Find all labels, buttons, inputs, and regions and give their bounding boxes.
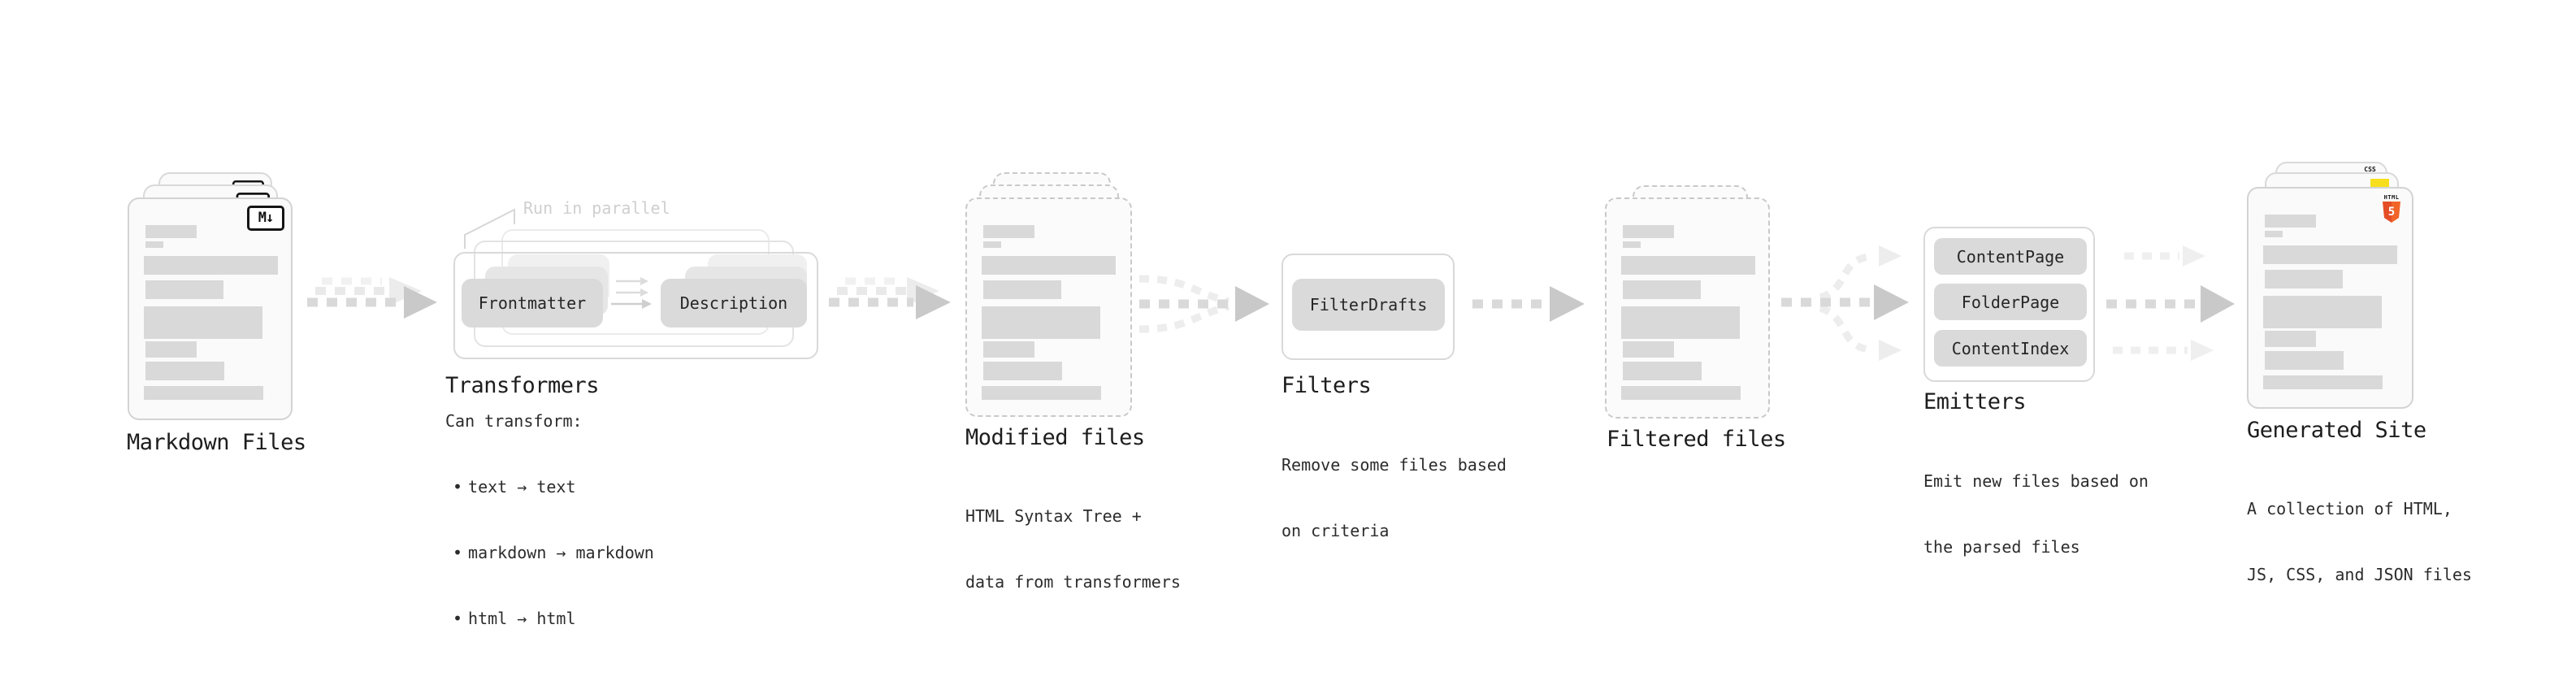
- transformer-frame-front: [453, 252, 818, 359]
- text-line-bar: [2263, 296, 2382, 328]
- html5-label: HTML: [2383, 194, 2400, 201]
- text-line-bar: [1623, 225, 1674, 238]
- bullet-item: • html → html: [453, 608, 654, 630]
- text-line-bar: [145, 280, 223, 299]
- text-line-bar: [2265, 231, 2283, 237]
- emitters-frame: [1923, 227, 2095, 382]
- text-line-bar: [1623, 341, 1674, 358]
- text-line-bar: [145, 362, 224, 380]
- filtered-file-card-front: [1605, 197, 1770, 419]
- emitter-contentpage: ContentPage: [1934, 238, 2087, 275]
- bullet-marker: •: [453, 477, 463, 497]
- emitter-folderpage: FolderPage: [1934, 284, 2087, 320]
- filters-subtitle: Remove some files based on criteria: [1281, 410, 1507, 586]
- text-line-bar: [1623, 280, 1701, 299]
- subtitle-line: A collection of HTML,: [2247, 499, 2452, 518]
- filter-filterdrafts: FilterDrafts: [1292, 279, 1445, 331]
- text-line-bar: [2265, 270, 2343, 288]
- markdown-icon: M↓: [247, 206, 284, 231]
- subtitle-line: data from transformers: [965, 572, 1181, 592]
- stage-title-filtered-files: Filtered files: [1607, 427, 1786, 452]
- run-in-parallel-note: Run in parallel: [523, 198, 670, 218]
- stage-title-transformers: Transformers: [445, 373, 600, 398]
- bullet-item: • markdown → markdown: [453, 542, 654, 564]
- text-line-bar: [1621, 386, 1741, 400]
- text-line-bar: [2265, 351, 2344, 370]
- transformer-step-arrows: [611, 277, 652, 309]
- arrow-emitters-to-generated: [2106, 245, 2235, 361]
- text-line-bar: [1623, 241, 1641, 248]
- text-line-bar: [2263, 375, 2383, 389]
- text-line-bar: [144, 306, 262, 339]
- html5-shield: 5: [2383, 202, 2400, 223]
- subtitle-line: on criteria: [1281, 521, 1390, 540]
- css-label: CSS: [2364, 166, 2376, 173]
- text-line-bar: [982, 386, 1101, 400]
- run-in-parallel-leader-line: [464, 208, 515, 249]
- text-line-bar: [982, 256, 1116, 275]
- subtitle-line: Remove some files based: [1281, 455, 1507, 475]
- text-line-bar: [144, 256, 278, 275]
- text-line-bar: [2265, 331, 2316, 347]
- subtitle-line: Emit new files based on: [1923, 471, 2149, 491]
- bullet-text: text → text: [468, 477, 576, 497]
- html5-icon: HTML 5: [2381, 194, 2402, 223]
- bullet-text: html → html: [468, 609, 576, 628]
- subtitle-line: HTML Syntax Tree +: [965, 506, 1142, 526]
- arrow-markdown-to-transformers: [307, 277, 437, 319]
- text-line-bar: [983, 225, 1034, 238]
- bullet-marker: •: [453, 609, 463, 628]
- stage-title-filters: Filters: [1281, 373, 1372, 398]
- stage-title-emitters: Emitters: [1923, 389, 2027, 414]
- transformer-description: Description: [661, 279, 807, 327]
- modified-files-subtitle: HTML Syntax Tree + data from transformer…: [965, 462, 1181, 637]
- bullet-text: markdown → markdown: [468, 543, 654, 562]
- transformers-bullet-list: •text → text •markdown → markdown •html …: [453, 432, 654, 674]
- text-line-bar: [983, 241, 1001, 248]
- generated-file-card-front: HTML 5: [2247, 187, 2413, 409]
- bullet-marker: •: [453, 543, 463, 562]
- arrow-modified-to-filters: [1138, 275, 1269, 333]
- text-line-bar: [1621, 306, 1740, 339]
- subtitle-line: the parsed files: [1923, 537, 2080, 557]
- arrow-filtered-to-emitters: [1781, 245, 1909, 361]
- text-line-bar: [145, 341, 197, 358]
- js-icon: [2370, 179, 2389, 189]
- generated-site-subtitle: A collection of HTML, JS, CSS, and JSON …: [2247, 454, 2472, 630]
- emitters-subtitle: Emit new files based on the parsed files: [1923, 427, 2149, 602]
- text-line-bar: [983, 362, 1062, 380]
- text-line-bar: [145, 225, 197, 238]
- text-line-bar: [145, 241, 163, 248]
- stage-title-markdown-files: Markdown Files: [127, 430, 306, 455]
- html5-number: 5: [2387, 206, 2396, 219]
- stage-title-modified-files: Modified files: [965, 425, 1145, 450]
- text-line-bar: [983, 280, 1061, 299]
- subtitle-line: JS, CSS, and JSON files: [2247, 565, 2472, 584]
- text-line-bar: [144, 386, 263, 400]
- filters-frame: [1281, 254, 1455, 360]
- arrow-filters-to-filtered: [1472, 286, 1585, 322]
- text-line-bar: [1623, 362, 1702, 380]
- transformer-frontmatter: Frontmatter: [462, 279, 603, 327]
- emitter-contentindex: ContentIndex: [1934, 330, 2087, 367]
- text-line-bar: [983, 341, 1034, 358]
- arrow-transformers-to-modified: [829, 277, 951, 319]
- bullet-item: •text → text: [453, 476, 654, 498]
- text-line-bar: [982, 306, 1100, 339]
- transformers-caption: Can transform:: [445, 411, 583, 431]
- modified-file-card-front: [965, 197, 1132, 417]
- markdown-file-card-front: M↓: [128, 197, 293, 420]
- text-line-bar: [1621, 256, 1755, 275]
- text-line-bar: [2265, 215, 2316, 228]
- stage-title-generated-site: Generated Site: [2247, 418, 2426, 443]
- text-line-bar: [2263, 245, 2397, 264]
